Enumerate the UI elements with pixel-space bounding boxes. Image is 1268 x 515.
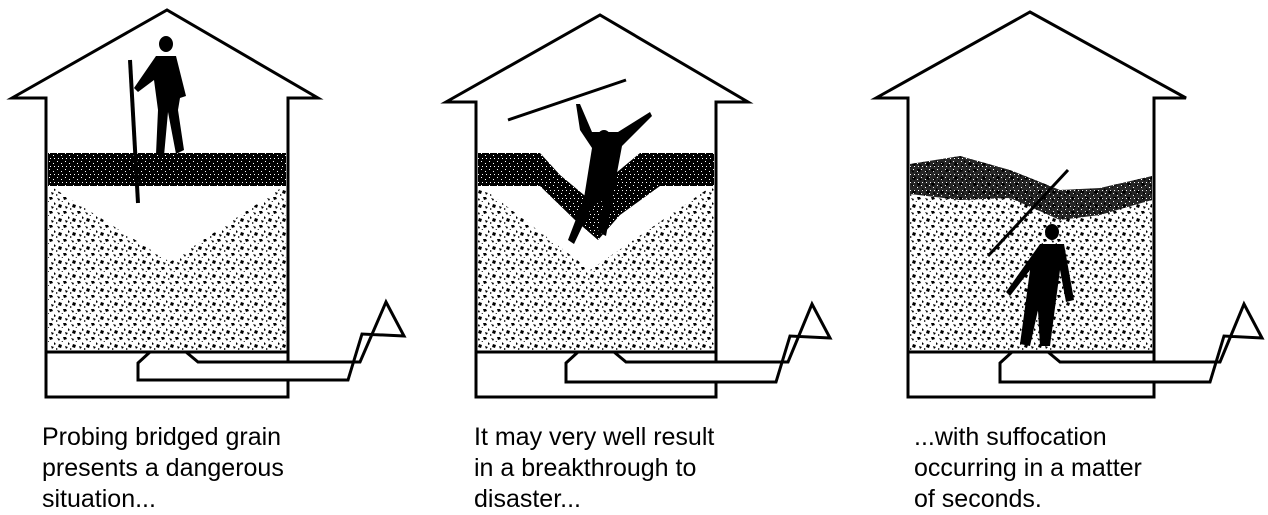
caption-line: situation... — [42, 484, 284, 515]
caption-line: It may very well result — [474, 422, 714, 453]
caption-panel-1: Probing bridged grain presents a dangero… — [42, 422, 284, 515]
caption-line: in a breakthrough to — [474, 453, 714, 484]
caption-line: disaster... — [474, 484, 714, 515]
panel-3-suffocation — [876, 12, 1262, 397]
bridged-crust — [48, 153, 286, 186]
caption-line: of seconds. — [914, 484, 1142, 515]
panel-1-probing — [12, 10, 404, 397]
caption-line: ...with suffocation — [914, 422, 1142, 453]
caption-line: occurring in a matter — [914, 453, 1142, 484]
panel-2-breakthrough — [446, 15, 830, 397]
caption-line: presents a dangerous — [42, 453, 284, 484]
caption-panel-3: ...with suffocation occurring in a matte… — [914, 422, 1142, 515]
caption-line: Probing bridged grain — [42, 422, 284, 453]
caption-panel-2: It may very well result in a breakthroug… — [474, 422, 714, 515]
